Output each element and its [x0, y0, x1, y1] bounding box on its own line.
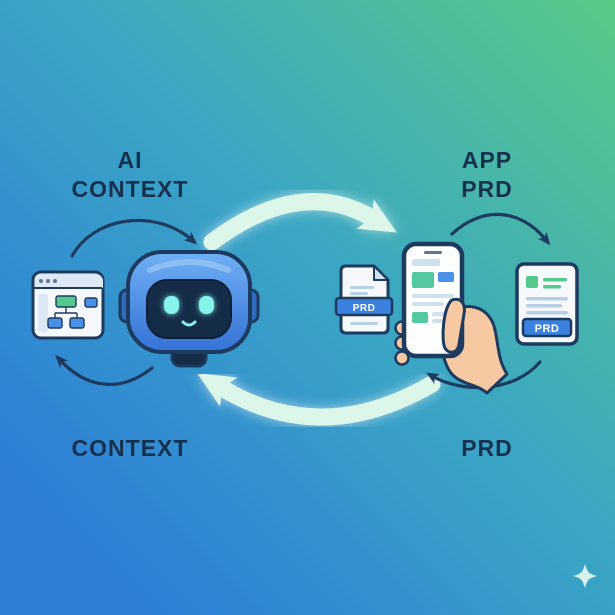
label-line-ai: AI	[117, 147, 143, 173]
label-line-context: CONTEXT	[71, 176, 189, 202]
cycle-arrow-bottom-icon	[197, 373, 441, 426]
phone-screen-ui	[412, 251, 454, 323]
label-context-bottom: CONTEXT	[71, 435, 189, 461]
prd-document-small-icon: PRD	[334, 264, 394, 335]
smartphone-in-hand-icon	[394, 241, 509, 395]
label-ai-context: AI CONTEXT	[50, 146, 210, 204]
robot-smile	[181, 320, 197, 327]
robot-eyes	[164, 296, 214, 314]
cycle-arrow-top-icon	[203, 193, 398, 251]
doc-text-lines	[526, 297, 568, 315]
doc-banner-label: PRD	[535, 323, 560, 335]
finger-tip	[394, 350, 410, 366]
doc-fold-corner	[373, 265, 389, 281]
prd-document-large-icon: PRD	[515, 262, 579, 346]
robot-icon	[118, 250, 260, 368]
sparkle-icon	[573, 564, 597, 588]
label-line-prd: PRD	[461, 176, 513, 202]
arrow-robot-to-browser-icon	[55, 354, 154, 387]
doc-banner-label: PRD	[353, 303, 376, 314]
arrow-browser-to-robot-icon	[70, 218, 198, 258]
doc-header-block	[526, 276, 567, 289]
doc-text-lines	[350, 286, 378, 325]
label-app-prd: APP PRD	[417, 146, 557, 204]
label-line-app: APP	[461, 147, 513, 173]
doc-banner	[334, 296, 394, 317]
robot-face-screen	[146, 279, 232, 339]
browser-sidebar	[38, 294, 48, 332]
label-prd-bottom: PRD	[461, 435, 513, 461]
hand-thumb	[441, 297, 466, 354]
doc-banner	[521, 317, 573, 338]
arrow-phone-to-doc-icon	[450, 212, 551, 246]
browser-flowchart	[47, 295, 98, 329]
browser-window-icon	[31, 270, 105, 340]
